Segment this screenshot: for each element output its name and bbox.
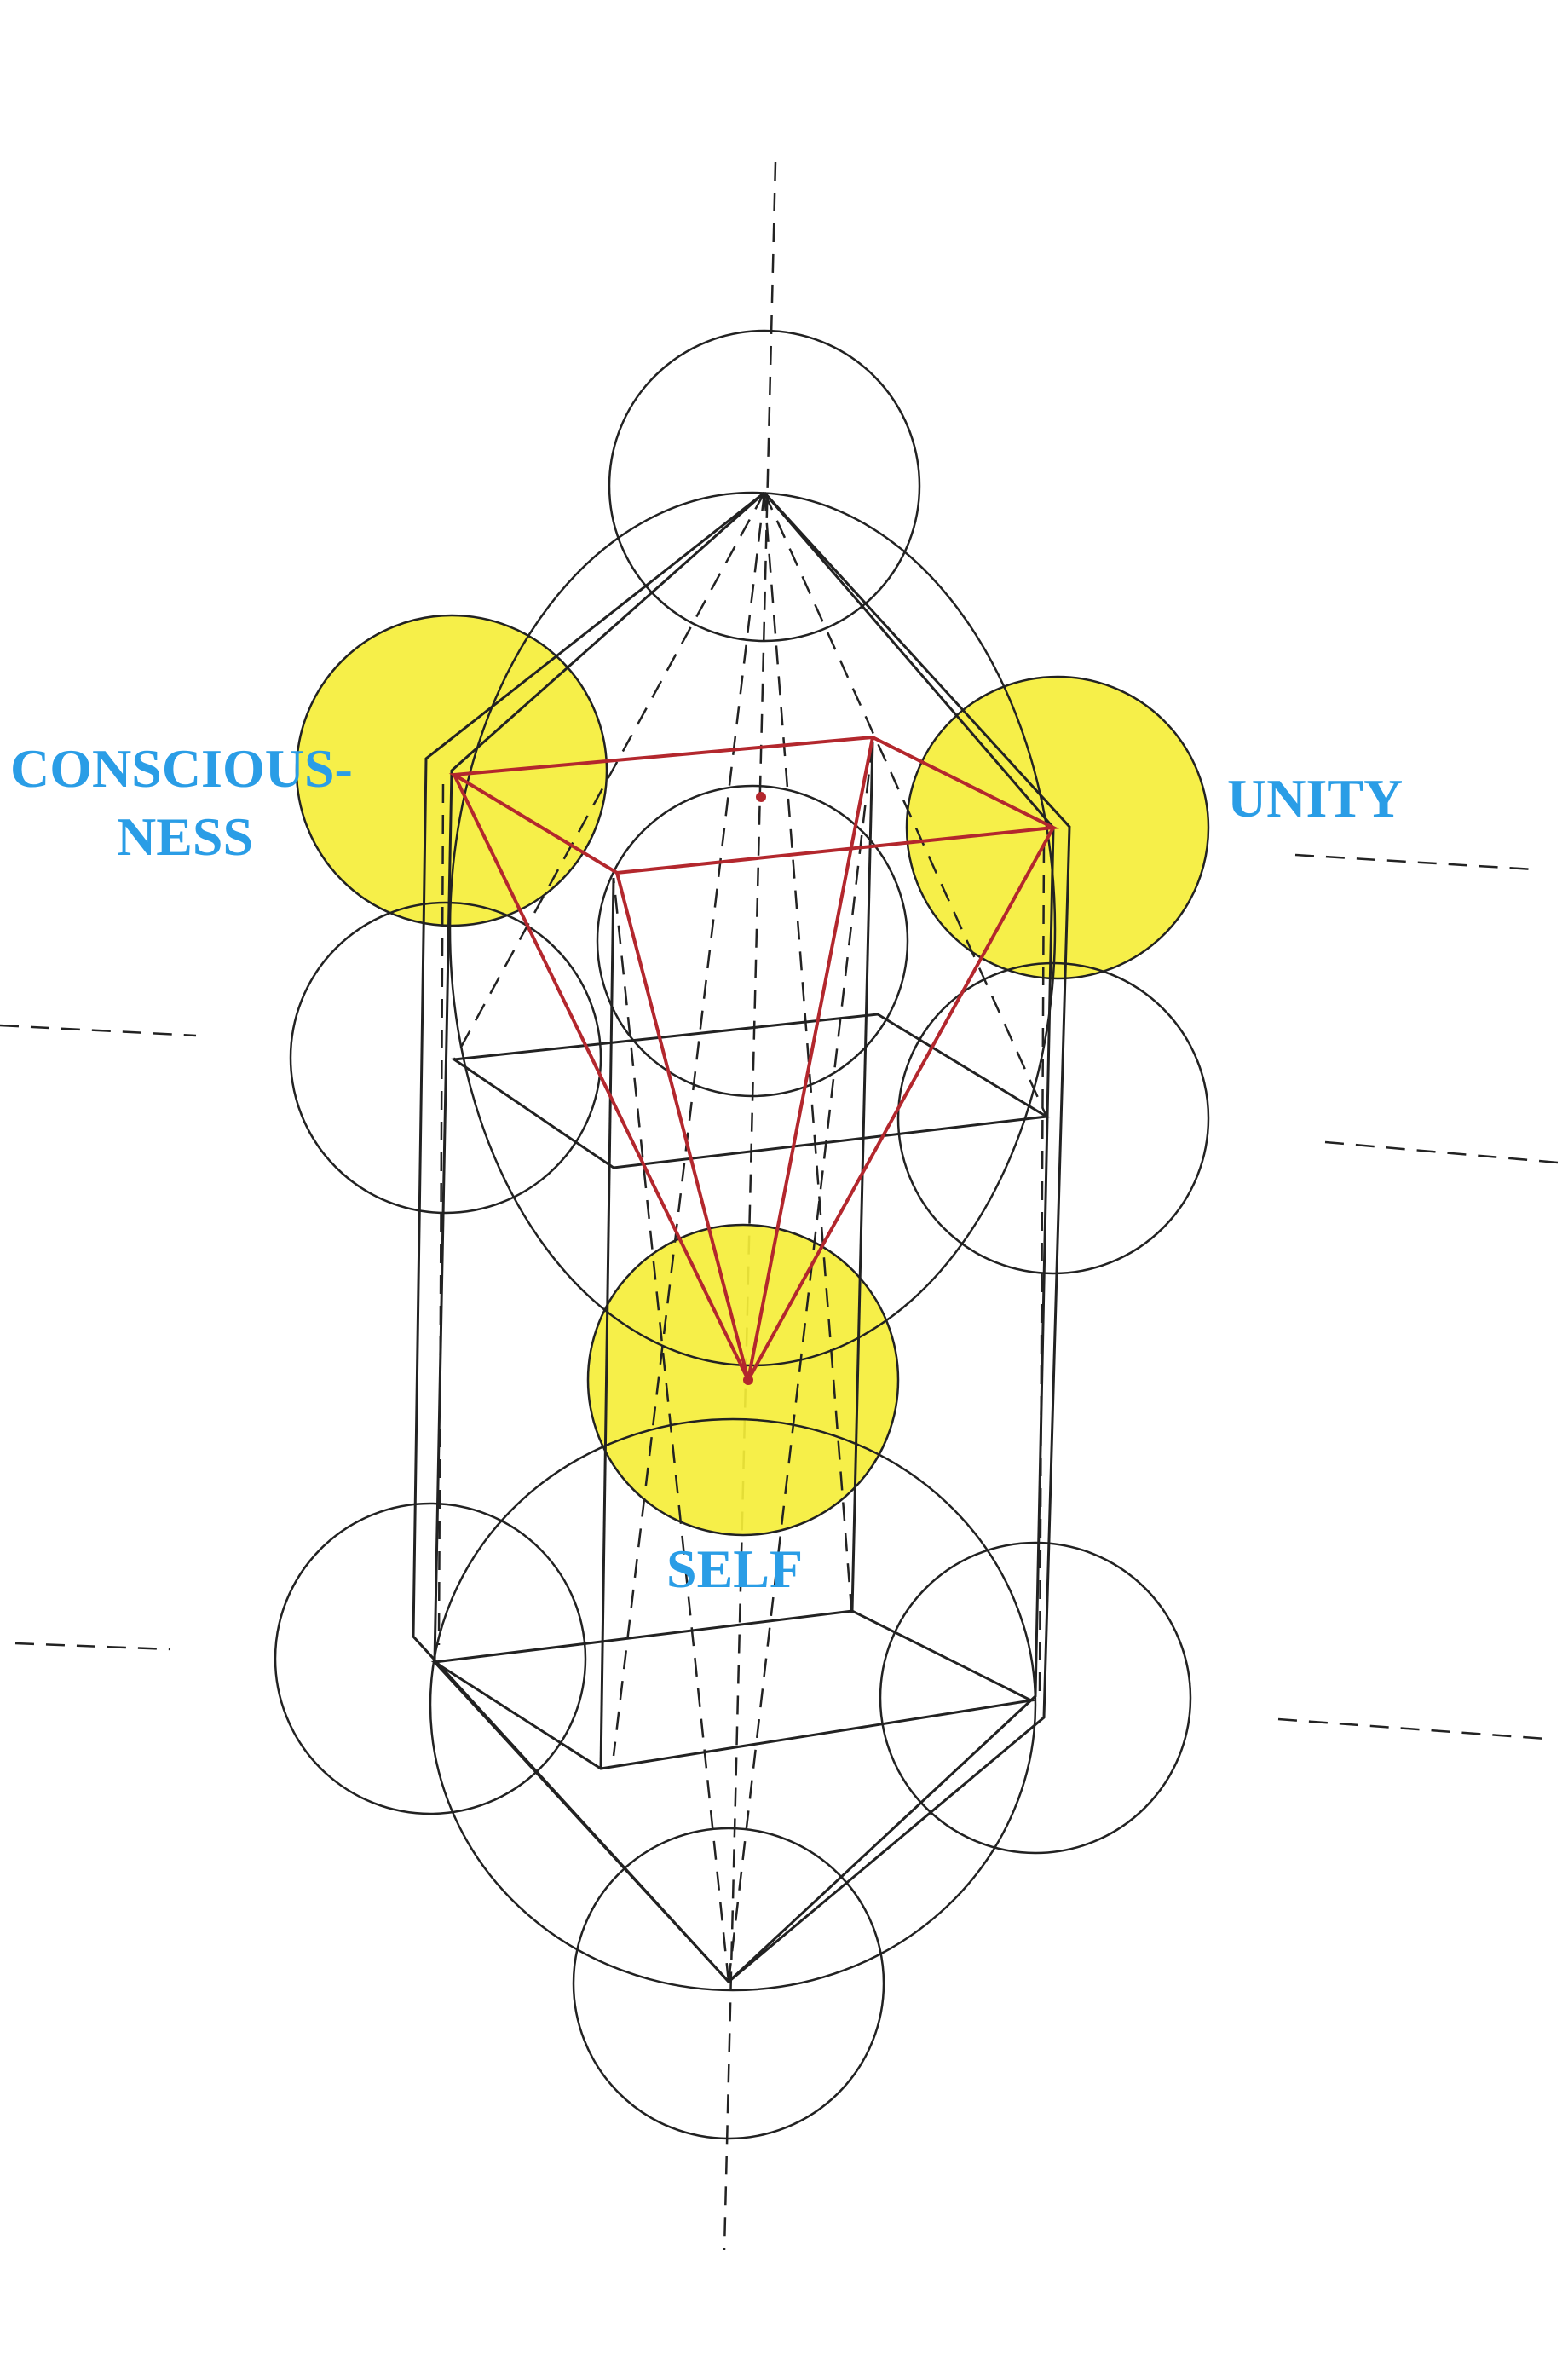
lower-large-ellipse [429,1417,1037,1992]
sphere-circles [274,329,1210,2140]
dashed-guides [0,853,1568,1740]
center-axis [723,161,777,2251]
red-pyramid [448,735,1060,1385]
unity-sphere [907,677,1208,978]
label-consciousness-line2: NESS [117,806,253,867]
label-consciousness-line1: CONSCIOUS- [10,738,353,799]
label-unity: UNITY [1227,768,1403,828]
label-self: SELF [666,1538,803,1599]
